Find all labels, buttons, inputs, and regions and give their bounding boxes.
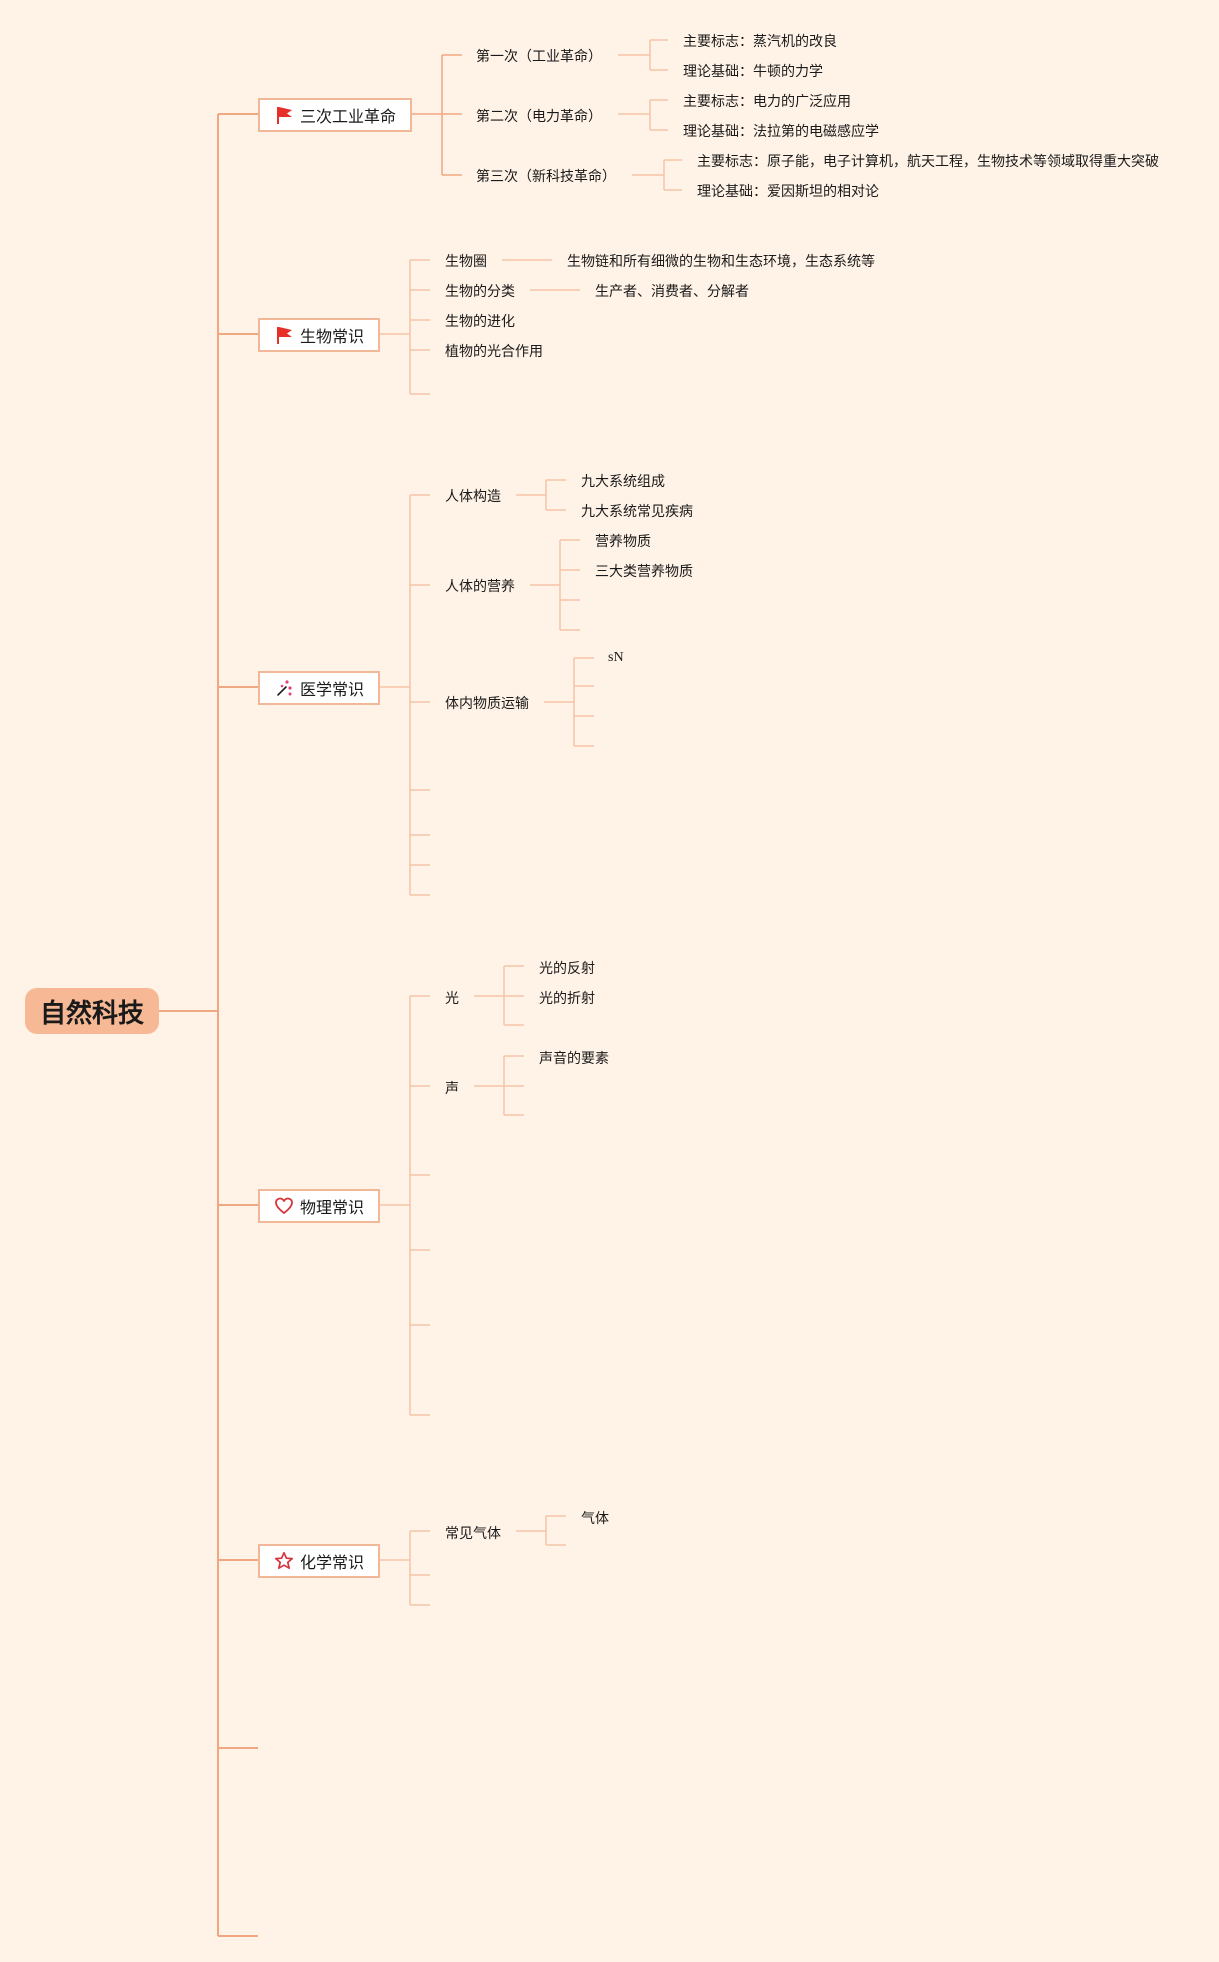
category-label: 三次工业革命 (299, 107, 396, 126)
industrial-first[interactable]: 第一次（工业革命） (476, 49, 602, 65)
category-industrial[interactable]: 三次工业革命 (258, 98, 412, 132)
medical-sparkle-icon (277, 680, 292, 696)
medical-nutrition[interactable]: 人体的营养 (445, 579, 515, 595)
flag-icon (276, 107, 292, 124)
biology-biosphere-detail[interactable]: 生物链和所有细微的生物和生态环境，生态系统等 (567, 254, 875, 270)
biology-evolution[interactable]: 生物的进化 (445, 314, 515, 330)
physics-light-refraction[interactable]: 光的折射 (539, 991, 595, 1007)
root-node[interactable]: 自然科技 (25, 988, 159, 1034)
medical-structure-systems[interactable]: 九大系统组成 (581, 474, 665, 490)
medical-transport[interactable]: 体内物质运输 (445, 696, 529, 712)
category-label: 化学常识 (299, 1553, 364, 1572)
category-physics[interactable]: 物理常识 (258, 1189, 380, 1223)
biology-classification-detail[interactable]: 生产者、消费者、分解者 (595, 284, 749, 300)
category-medical[interactable]: 医学常识 (258, 671, 380, 705)
industrial-third[interactable]: 第三次（新科技革命） (476, 169, 616, 185)
medical-structure-diseases[interactable]: 九大系统常见疾病 (581, 504, 693, 520)
medical-structure[interactable]: 人体构造 (445, 489, 501, 505)
category-label: 医学常识 (299, 680, 364, 699)
biology-classification[interactable]: 生物的分类 (445, 284, 515, 300)
category-label: 物理常识 (299, 1198, 364, 1217)
physics-sound[interactable]: 声 (445, 1081, 459, 1097)
chemistry-gas[interactable]: 气体 (581, 1511, 609, 1527)
biology-biosphere[interactable]: 生物圈 (445, 254, 487, 270)
medical-nutrition-three-types[interactable]: 三大类营养物质 (595, 564, 693, 580)
industrial-third-mark[interactable]: 主要标志：原子能，电子计算机，航天工程，生物技术等领域取得重大突破 (697, 154, 1159, 170)
star-icon (274, 1551, 294, 1570)
industrial-second-mark[interactable]: 主要标志：电力的广泛应用 (683, 94, 851, 110)
chemistry-common-gases[interactable]: 常见气体 (445, 1526, 501, 1542)
industrial-third-theory[interactable]: 理论基础：爱因斯坦的相对论 (697, 184, 879, 200)
category-label: 生物常识 (299, 327, 364, 346)
medical-nutrition-substances[interactable]: 营养物质 (595, 534, 651, 550)
industrial-second[interactable]: 第二次（电力革命） (476, 109, 602, 125)
heart-icon (275, 1197, 293, 1214)
flag-icon (276, 327, 292, 344)
industrial-first-mark[interactable]: 主要标志：蒸汽机的改良 (683, 34, 837, 50)
physics-sound-elements[interactable]: 声音的要素 (539, 1051, 609, 1067)
medical-transport-sn[interactable]: sN (608, 650, 624, 665)
physics-light-reflection[interactable]: 光的反射 (539, 961, 595, 977)
physics-light[interactable]: 光 (445, 991, 459, 1007)
category-biology[interactable]: 生物常识 (258, 318, 380, 352)
biology-photosynthesis[interactable]: 植物的光合作用 (445, 344, 543, 360)
category-chemistry[interactable]: 化学常识 (258, 1544, 380, 1578)
industrial-second-theory[interactable]: 理论基础：法拉第的电磁感应学 (683, 124, 879, 140)
industrial-first-theory[interactable]: 理论基础：牛顿的力学 (683, 64, 823, 80)
